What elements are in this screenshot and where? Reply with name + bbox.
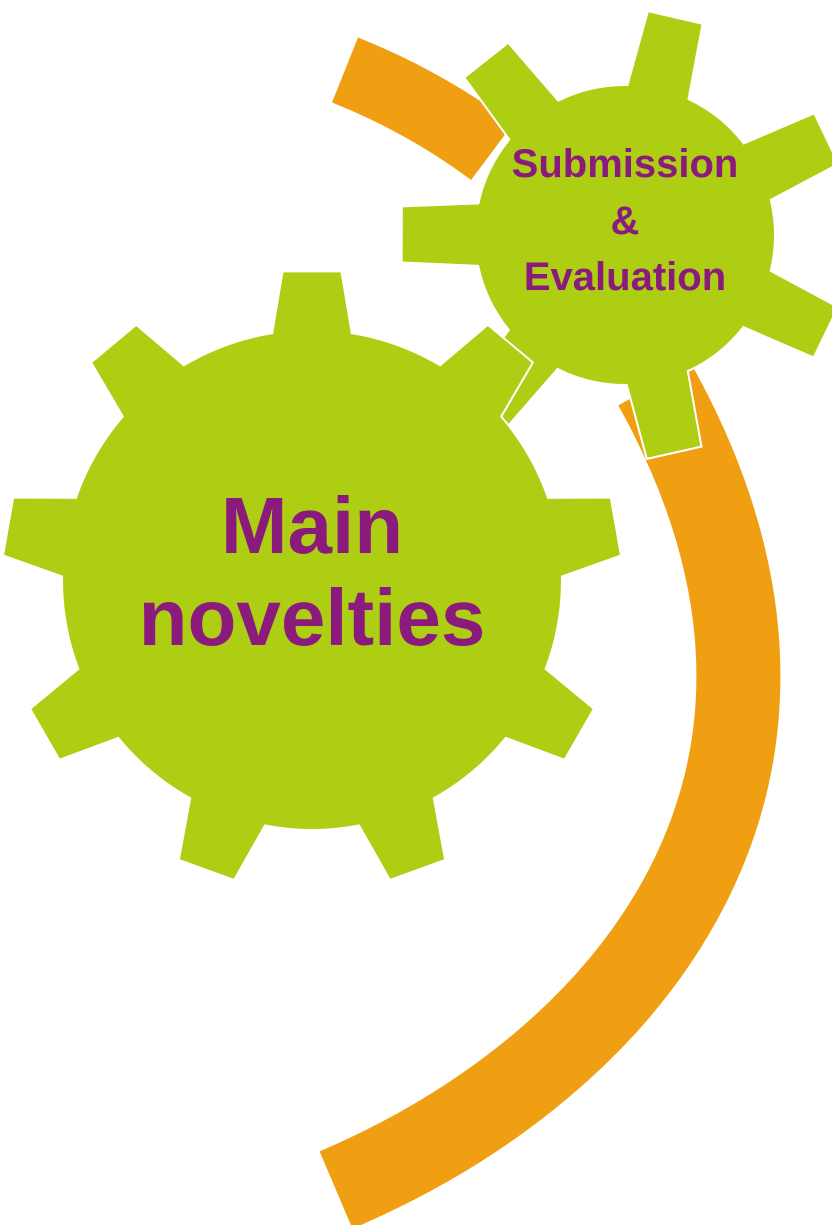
- main-label-line2: novelties: [139, 573, 486, 662]
- submission-label-line3: Evaluation: [524, 255, 726, 299]
- orange-arc-bottom: [319, 364, 781, 1225]
- submission-label-line1: Submission: [512, 142, 739, 186]
- submission-label-line2: &: [611, 199, 640, 243]
- large-gear-icon: [1, 270, 623, 882]
- orange-arc-top: [331, 37, 513, 181]
- main-novelties-gear: Main novelties: [1, 270, 623, 882]
- main-label-line1: Main: [221, 481, 403, 570]
